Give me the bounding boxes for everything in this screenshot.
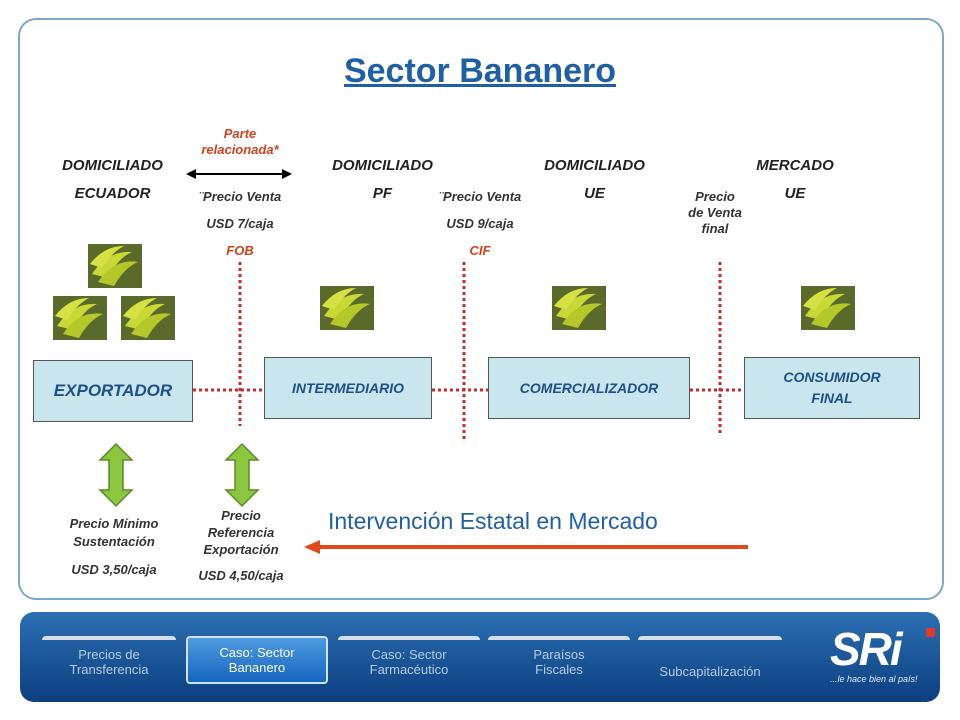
tab-label: Paraísos <box>533 647 585 662</box>
related-line2: relacionada* <box>201 142 279 157</box>
consumidor-box: CONSUMIDOR FINAL <box>744 357 920 419</box>
price-fob: ¨Precio Venta USD 7/caja FOB <box>180 183 300 264</box>
header-ue-line2: UE <box>584 185 605 202</box>
logo-red-dot <box>926 628 935 637</box>
ref-price-line2: Referencia <box>207 525 275 540</box>
sri-logo: SRi ...le hace bien al país! <box>830 626 940 686</box>
min-price-label: Precio Mínimo Sustentación USD 3,50/caja <box>46 515 182 579</box>
ref-price-line1: Precio <box>221 508 261 523</box>
banana-image <box>88 244 142 288</box>
header-ecuador: DOMICILIADO ECUADOR <box>40 152 185 208</box>
header-ecuador-line1: DOMICILIADO <box>62 157 163 174</box>
price-fob-term: FOB <box>226 243 254 258</box>
consumidor-line2: FINAL <box>811 390 853 406</box>
ref-price-line3: Exportación <box>203 542 279 557</box>
final-price-line2: de Venta <box>688 205 742 220</box>
header-mercado-line1: MERCADO <box>756 157 834 174</box>
header-ue-line1: DOMICILIADO <box>544 157 645 174</box>
min-price-value: USD 3,50/caja <box>71 562 157 577</box>
banana-image <box>53 296 107 340</box>
header-ue: DOMICILIADO UE <box>522 152 667 208</box>
flow-connectors <box>193 262 744 442</box>
tab-label: Subcapitalización <box>659 663 761 679</box>
slide-title: Sector Bananero <box>343 52 617 90</box>
ref-price-label: Precio Referencia Exportación USD 4,50/c… <box>176 507 306 584</box>
exportador-box: EXPORTADOR <box>33 360 193 422</box>
header-mercado: MERCADO UE <box>730 152 860 208</box>
banana-image <box>552 286 606 330</box>
comercializador-box: COMERCIALIZADOR <box>488 357 690 419</box>
final-price-line1: Precio <box>695 189 735 204</box>
tab-label: Fiscales <box>535 662 583 677</box>
tab-subcapitalizacion[interactable]: Subcapitalización <box>638 636 782 684</box>
price-cif-line1: ¨Precio Venta <box>438 189 522 204</box>
tab-label: Caso: Sector <box>219 645 295 660</box>
price-cif-term: CIF <box>469 243 491 258</box>
price-fob-line2: USD 7/caja <box>206 216 274 231</box>
related-party-label: Parte relacionada* <box>185 126 295 158</box>
min-price-line1: Precio Mínimo <box>69 516 159 531</box>
related-arrow <box>186 169 292 179</box>
tab-label: Caso: Sector <box>371 647 447 662</box>
related-line1: Parte <box>223 126 257 141</box>
tab-label: Bananero <box>228 660 286 675</box>
price-cif-line2: USD 9/caja <box>446 216 514 231</box>
banana-image <box>801 286 855 330</box>
final-price-label: Precio de Venta final <box>672 189 758 237</box>
consumidor-line1: CONSUMIDOR <box>783 369 881 385</box>
header-mercado-line2: UE <box>784 185 806 202</box>
intervention-arrow <box>304 540 748 554</box>
header-pf-line1: DOMICILIADO <box>332 157 433 174</box>
price-fob-line1: ¨Precio Venta <box>198 189 282 204</box>
double-arrow-icon <box>98 442 134 508</box>
double-arrow-icon <box>224 442 260 508</box>
comercializador-label: COMERCIALIZADOR <box>519 380 659 396</box>
ref-price-value: USD 4,50/caja <box>198 568 284 583</box>
tab-label: Farmacéutico <box>369 662 449 677</box>
intervention-label: Intervención Estatal en Mercado <box>328 508 658 534</box>
sri-logo-tagline: ...le hace bien al país! <box>830 674 918 684</box>
price-cif: ¨Precio Venta USD 9/caja CIF <box>420 183 540 264</box>
tab-label: Precios de <box>78 647 140 662</box>
sri-logo-brand: SRi <box>830 623 903 675</box>
intermediario-box: INTERMEDIARIO <box>264 357 432 419</box>
header-ecuador-line2: ECUADOR <box>74 185 151 202</box>
min-price-line2: Sustentación <box>73 534 155 549</box>
header-pf: DOMICILIADO PF <box>310 152 455 208</box>
intermediario-label: INTERMEDIARIO <box>292 380 404 396</box>
header-pf-line2: PF <box>372 185 393 202</box>
tab-label: Transferencia <box>69 662 149 677</box>
final-price-line3: final <box>701 221 729 236</box>
footer-bar <box>20 612 940 702</box>
banana-image <box>320 286 374 330</box>
banana-image <box>121 296 175 340</box>
